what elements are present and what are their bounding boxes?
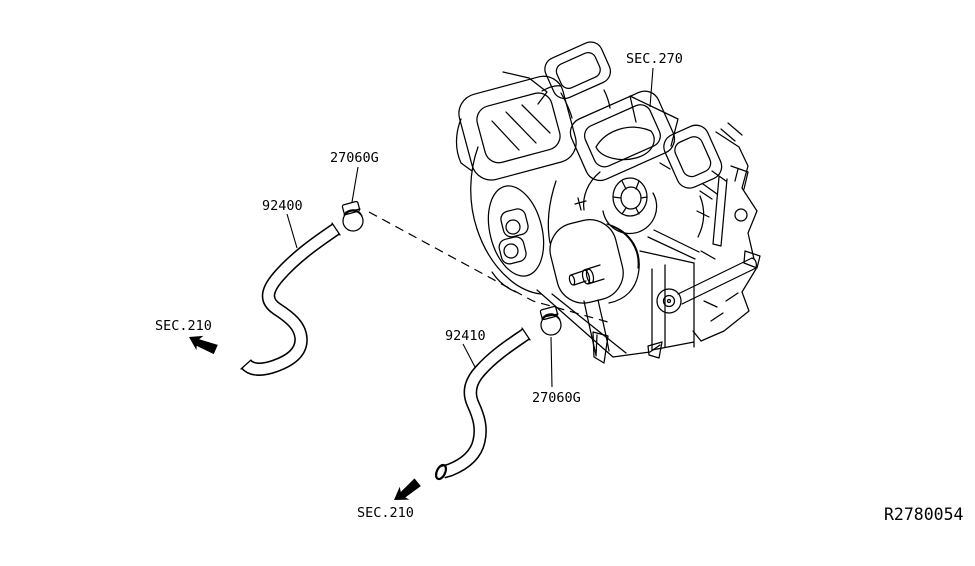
left-outlet-disc	[487, 185, 545, 277]
leader-hose-92400	[286, 213, 298, 249]
sec210-direction-arrow-lower	[394, 478, 421, 500]
hose-clamp-upper-drawing	[341, 200, 364, 232]
leader-clamp-lower	[550, 336, 553, 388]
mounting-boss	[656, 288, 682, 314]
label-hose-92410[interactable]: 92410	[445, 328, 486, 344]
drum-front-face	[549, 219, 624, 304]
blower-housing	[602, 192, 658, 235]
mounting-bracket-cluster	[692, 122, 761, 342]
clamp-alignment-dashed-line	[368, 211, 609, 323]
leader-hose-92410	[462, 343, 476, 368]
heater-hose-92410-drawing	[434, 327, 531, 481]
mounting-foot	[592, 331, 609, 364]
heater-hose-92400-drawing	[240, 222, 341, 376]
label-hose-92400[interactable]: 92400	[262, 198, 303, 214]
duct-opening-middle	[569, 90, 676, 182]
label-sec270[interactable]: SEC.270	[626, 51, 683, 67]
hose-clamp-lower-drawing	[539, 305, 562, 336]
leader-sec270	[649, 67, 654, 108]
sec210-direction-arrow-left	[189, 335, 218, 355]
label-sec210-lower[interactable]: SEC.210	[357, 505, 414, 521]
leader-clamp-upper	[351, 166, 359, 203]
hvac-unit-illustration	[455, 41, 761, 364]
reference-code: R2780054	[884, 505, 964, 524]
duct-opening-right	[663, 124, 723, 189]
duct-opening-left	[458, 75, 577, 181]
drum-side	[606, 223, 640, 304]
heater-pipe-stub	[568, 264, 605, 286]
leader-lines	[286, 67, 654, 388]
blower-gear	[612, 177, 648, 217]
label-clamp-lower[interactable]: 27060G	[532, 390, 581, 406]
sec270-panel	[629, 95, 679, 147]
hose-end-cap	[434, 463, 448, 481]
duct-opening-top	[544, 41, 612, 100]
label-clamp-upper[interactable]: 27060G	[330, 150, 379, 166]
label-sec210-left[interactable]: SEC.210	[155, 318, 212, 334]
mounting-arm	[677, 257, 757, 305]
